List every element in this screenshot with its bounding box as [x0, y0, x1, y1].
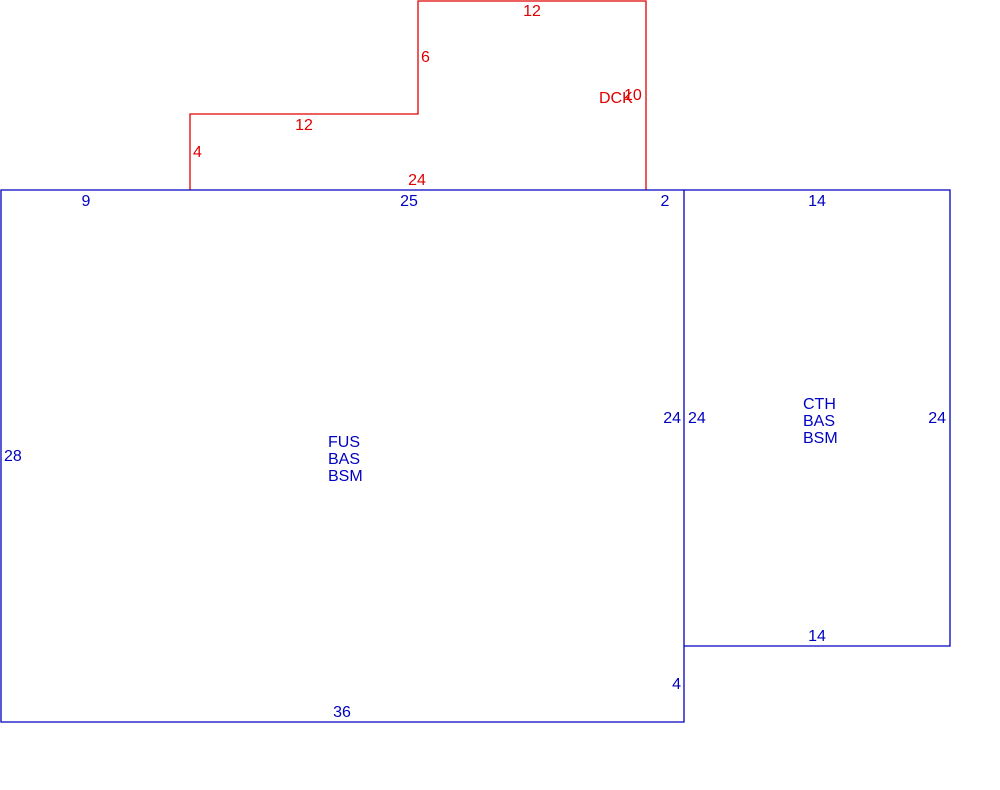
- side-dim-right: 24: [928, 410, 946, 427]
- main-area-label-1: FUS: [328, 434, 360, 451]
- main-area-outline: [0, 189, 685, 723]
- side-area-label-1: CTH: [803, 396, 836, 413]
- side-area-outline: [684, 189, 951, 647]
- main-dim-top-mid: 25: [400, 193, 418, 210]
- main-area-label-2: BAS: [328, 451, 360, 468]
- side-dim-top: 14: [808, 193, 826, 210]
- deck-dim-bottom: 24: [408, 172, 426, 189]
- main-dim-bottom: 36: [333, 704, 351, 721]
- deck-dim-middle: 12: [295, 117, 313, 134]
- side-area-label-3: BSM: [803, 430, 838, 447]
- side-area-label-2: BAS: [803, 413, 835, 430]
- deck-outline: [189, 0, 647, 190]
- deck-dim-left: 4: [193, 144, 202, 161]
- main-dim-top-left: 9: [82, 193, 91, 210]
- side-dim-bottom: 14: [808, 628, 826, 645]
- deck-dim-inner-vertical: 6: [421, 49, 430, 66]
- deck-dim-top: 12: [523, 3, 541, 20]
- main-dim-right-lower: 4: [672, 676, 681, 693]
- deck-dim-right: 10: [624, 87, 642, 104]
- main-dim-right: 24: [663, 410, 681, 427]
- main-area-label-3: BSM: [328, 468, 363, 485]
- deck-area-label: DCK: [599, 90, 633, 107]
- main-dim-top-right: 2: [661, 193, 670, 210]
- main-dim-left: 28: [4, 448, 22, 465]
- side-dim-left: 24: [688, 410, 706, 427]
